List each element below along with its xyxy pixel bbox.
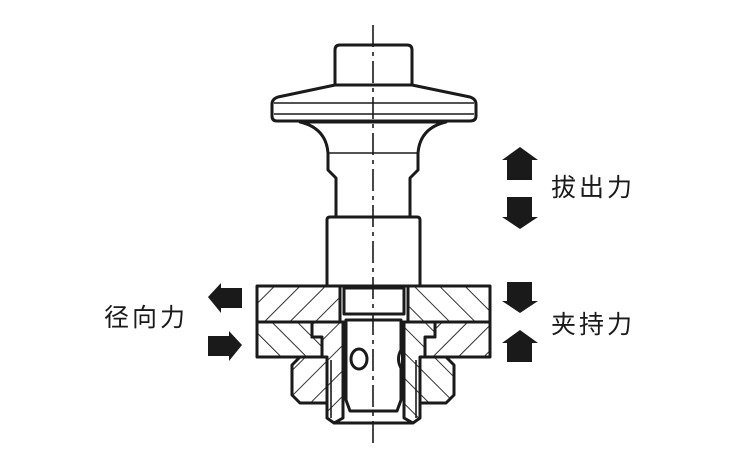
arrow-down-pull-icon xyxy=(502,197,538,229)
pull-out-force-label: 拔出力 xyxy=(551,173,636,202)
arrow-up-pull-icon xyxy=(502,147,538,180)
arrow-right-radial-icon xyxy=(208,331,242,361)
arrow-down-clamp-icon xyxy=(502,282,538,313)
upper-plate xyxy=(255,284,492,324)
clamping-force-label: 夹持力 xyxy=(551,310,636,339)
radial-force-label: 径向力 xyxy=(104,303,189,332)
arrow-up-clamp-icon xyxy=(502,330,538,362)
arrow-left-radial-icon xyxy=(208,283,242,313)
knob xyxy=(270,43,478,219)
